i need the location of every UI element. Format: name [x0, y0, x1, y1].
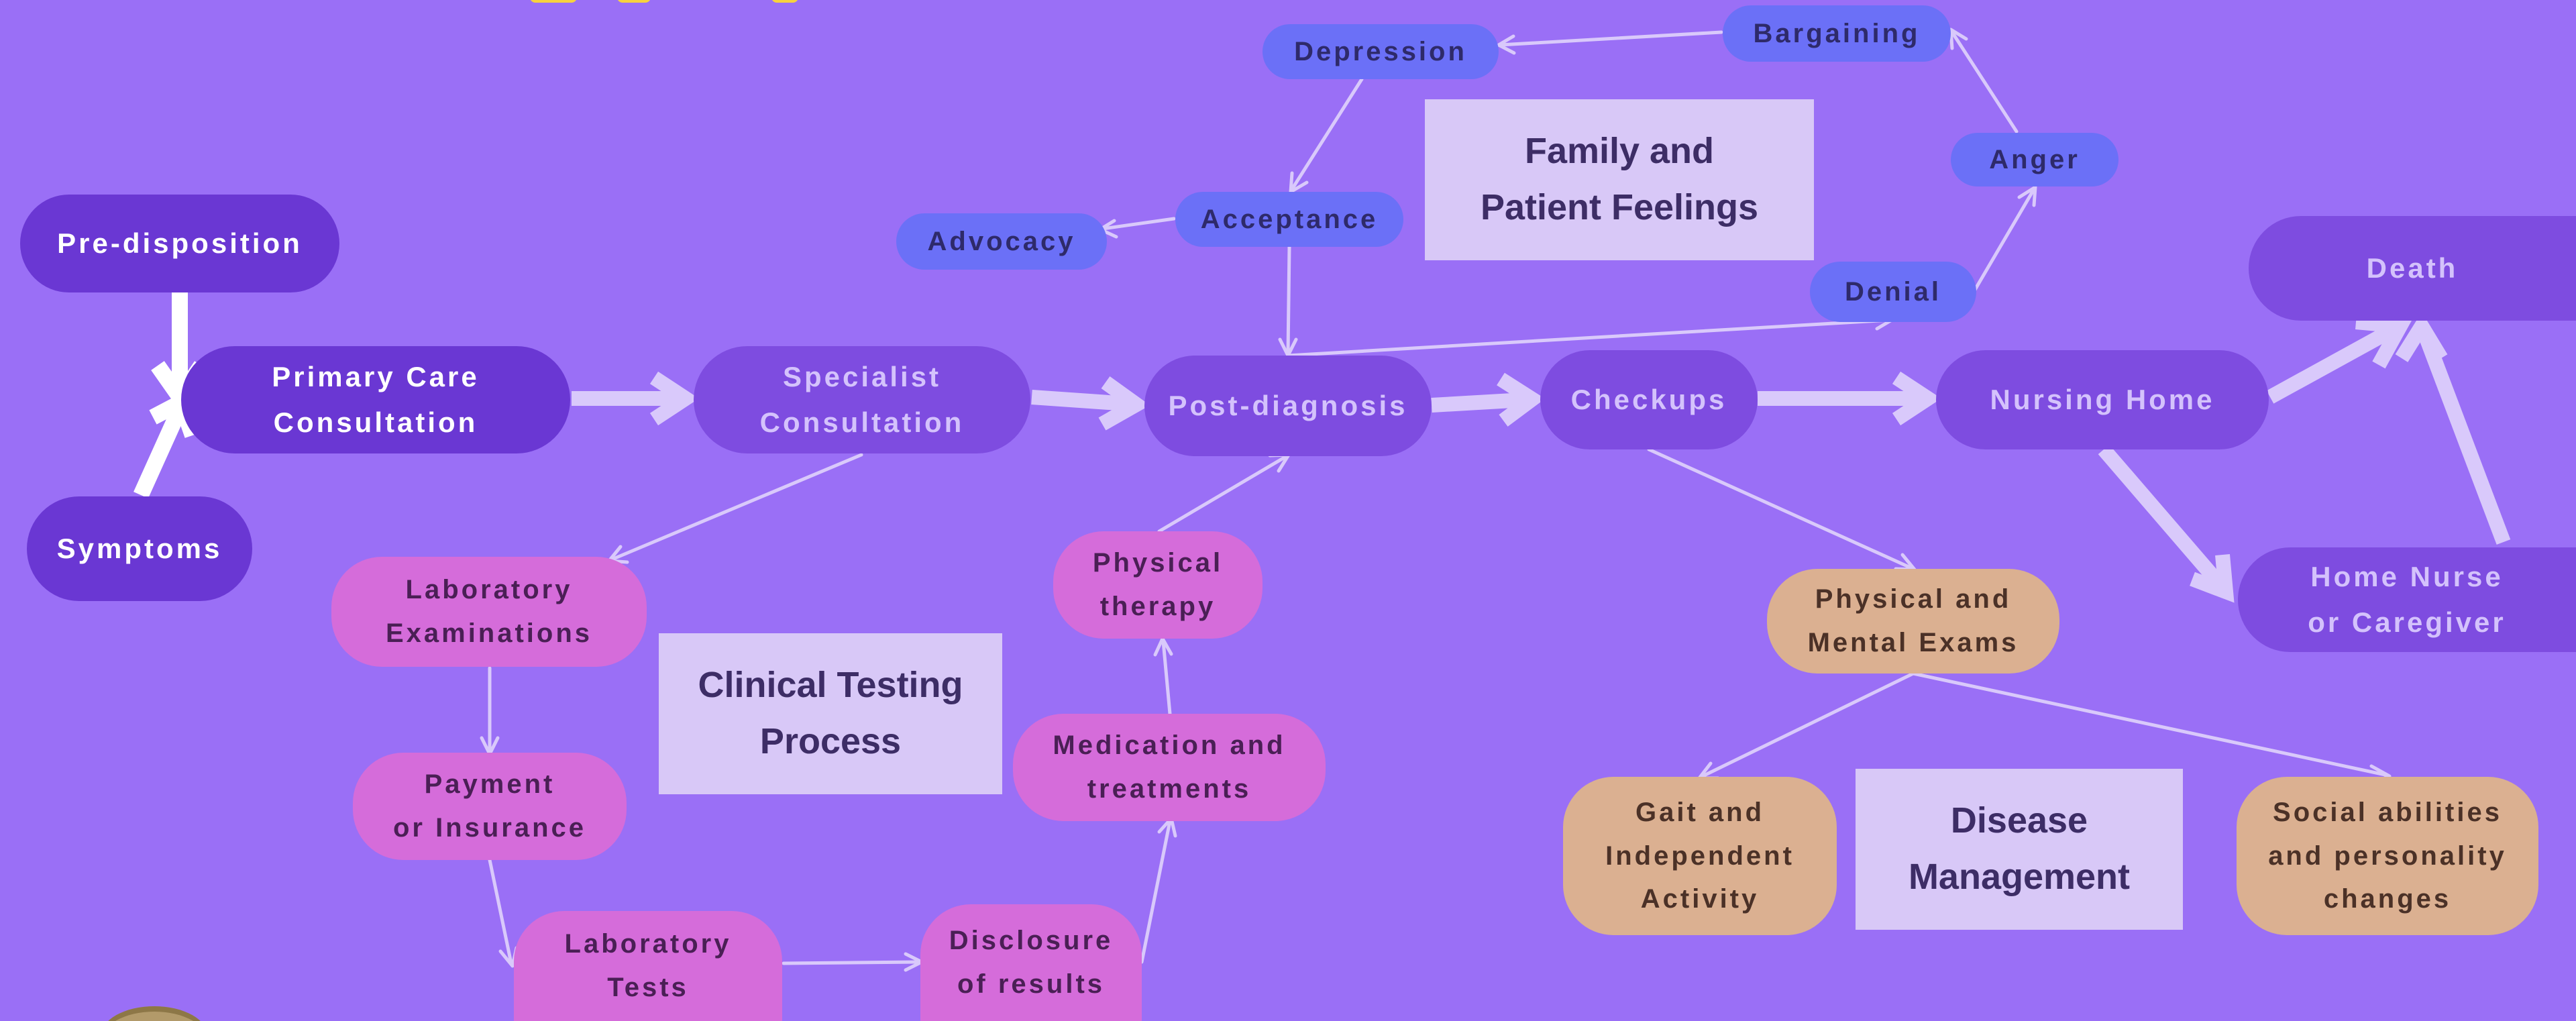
arrowhead — [2190, 554, 2235, 603]
node-payment-or-insurance: Payment or Insurance — [353, 753, 627, 860]
edge-medication-to-physical-therapy — [1161, 639, 1172, 716]
arrowhead — [1497, 372, 1546, 427]
node-denial: Denial — [1810, 262, 1976, 322]
node-social-abilities-and-personality-changes: Social abilities and personality changes — [2237, 777, 2538, 935]
section-label-clinical-testing-process: Clinical Testing Process — [659, 633, 1002, 794]
node-nursing-home: Nursing Home — [1936, 350, 2269, 449]
node-symptoms: Symptoms — [27, 496, 252, 601]
node-laboratory-tests: Laboratory Tests — [514, 911, 782, 1021]
arrowhead — [2355, 315, 2412, 369]
node-primary-care-consultation: Primary Care Consultation — [181, 346, 570, 453]
edge-specialist-to-lab-exams — [610, 453, 863, 561]
edge-specialist-to-post-diagnosis — [1031, 390, 1129, 411]
arrowhead — [2395, 311, 2448, 362]
edge-physical-therapy-to-post-diagnosis — [1157, 454, 1289, 533]
arrowhead — [2017, 185, 2037, 207]
node-anger: Anger — [1951, 133, 2118, 186]
node-gait-and-independent-activity: Gait and Independent Activity — [1563, 777, 1837, 935]
arrowhead — [649, 371, 699, 426]
node-specialist-consultation: Specialist Consultation — [694, 346, 1030, 453]
arrowhead — [1497, 34, 1516, 55]
node-death: Death — [2249, 216, 2576, 321]
node-physical-therapy: Physical therapy — [1053, 531, 1263, 639]
node-laboratory-examinations: Laboratory Examinations — [331, 557, 647, 667]
edge-exams-to-gait — [1699, 671, 1915, 779]
edge-post-diagnosis-to-denial — [1286, 318, 1892, 358]
arrowhead — [1098, 376, 1150, 431]
node-disclosure-of-results: Disclosure of results — [920, 904, 1142, 1021]
cropped-title-fragment — [510, 0, 872, 5]
node-home-nurse-or-caregiver: Home Nurse or Caregiver — [2238, 547, 2576, 652]
node-checkups: Checkups — [1540, 350, 1758, 449]
edge-denial-to-anger — [1973, 187, 2036, 292]
node-advocacy: Advocacy — [896, 213, 1107, 270]
node-acceptance: Acceptance — [1175, 192, 1403, 247]
edge-depression-to-acceptance — [1290, 77, 1364, 191]
node-physical-and-mental-exams: Physical and Mental Exams — [1767, 569, 2059, 674]
edge-anger-to-bargaining — [1950, 30, 2019, 133]
edge-bargaining-to-depression — [1498, 30, 1723, 47]
arrowhead — [1949, 28, 1968, 50]
edge-acceptance-to-advocacy — [1101, 217, 1176, 231]
edge-home-nurse-to-death — [2417, 330, 2511, 545]
arrowhead — [1892, 371, 1941, 426]
node-post-diagnosis: Post-diagnosis — [1144, 356, 1432, 456]
edge-nursing-home-to-death — [2266, 323, 2396, 404]
edge-acceptance-to-post-diagnosis — [1286, 245, 1291, 355]
section-label-family-and-patient-feelings: Family and Patient Feelings — [1425, 99, 1814, 260]
main-flow-connectors — [572, 311, 2511, 603]
edge-lab-tests-to-disclosure — [782, 960, 921, 965]
node-depression: Depression — [1263, 24, 1499, 79]
arrowhead — [1153, 637, 1173, 657]
edge-nursing-home-to-home-nurse — [2098, 444, 2226, 590]
edge-checkups-to-physical-mental-exams — [1647, 447, 1915, 571]
section-label-disease-management: Disease Management — [1856, 769, 2183, 930]
edge-disclosure-to-medication — [1140, 819, 1172, 964]
edge-symptoms-to-primary-care — [133, 402, 189, 498]
edge-exams-to-social — [1911, 671, 2390, 777]
edge-post-diagnosis-to-checkups — [1431, 392, 1525, 413]
node-bargaining: Bargaining — [1723, 5, 1951, 62]
node-pre-disposition: Pre-disposition — [20, 195, 339, 292]
node-medication-and-treatments: Medication and treatments — [1013, 714, 1326, 821]
avatar — [101, 1006, 208, 1021]
edge-payment-to-lab-tests — [488, 858, 513, 965]
